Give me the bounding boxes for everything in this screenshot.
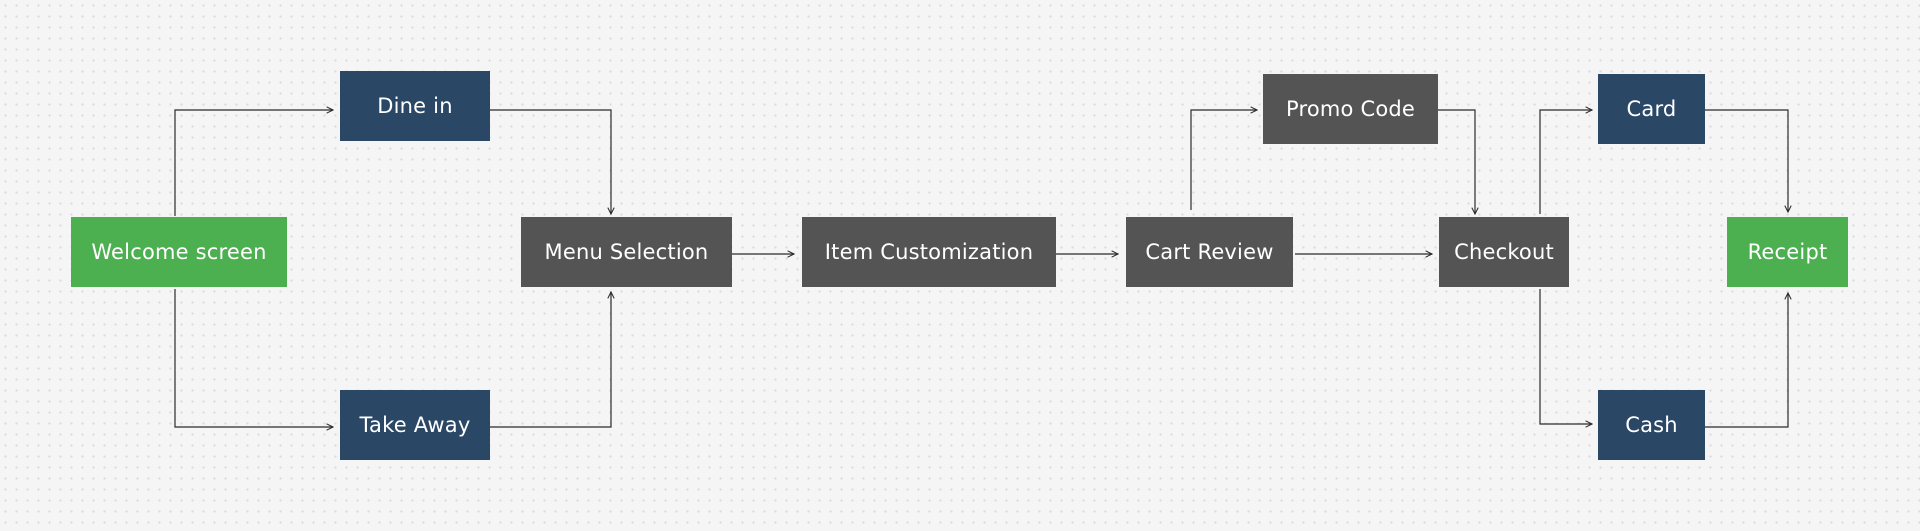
node-welcome-screen[interactable]: Welcome screen	[71, 217, 287, 287]
node-label: Receipt	[1747, 240, 1828, 264]
edge-welcome-to-dine-in	[174, 110, 333, 216]
node-label: Cart Review	[1145, 240, 1274, 264]
node-card[interactable]: Card	[1598, 74, 1705, 144]
node-menu-selection[interactable]: Menu Selection	[521, 217, 732, 287]
node-checkout[interactable]: Checkout	[1439, 217, 1569, 287]
edge-take-away-to-menu-selection	[490, 292, 611, 428]
edge-welcome-to-take-away	[174, 289, 333, 427]
node-item-customization[interactable]: Item Customization	[802, 217, 1056, 287]
node-label: Dine in	[377, 94, 453, 118]
node-label: Take Away	[359, 413, 471, 437]
edge-dine-in-to-menu-selection	[490, 109, 611, 214]
edge-promo-code-to-checkout	[1438, 109, 1475, 214]
node-label: Checkout	[1454, 240, 1554, 264]
node-label: Menu Selection	[544, 240, 709, 264]
node-cash[interactable]: Cash	[1598, 390, 1705, 460]
edge-card-to-receipt	[1705, 109, 1788, 212]
edge-checkout-to-card	[1539, 110, 1592, 214]
edge-cart-review-to-promo-code	[1190, 110, 1257, 210]
node-label: Card	[1626, 97, 1677, 121]
node-label: Welcome screen	[91, 240, 267, 264]
edge-cash-to-receipt	[1705, 293, 1788, 428]
node-dine-in[interactable]: Dine in	[340, 71, 490, 141]
node-promo-code[interactable]: Promo Code	[1263, 74, 1438, 144]
node-take-away[interactable]: Take Away	[340, 390, 490, 460]
node-label: Promo Code	[1285, 97, 1416, 121]
edge-checkout-to-cash	[1539, 289, 1592, 424]
node-label: Cash	[1625, 413, 1678, 437]
node-label: Item Customization	[824, 240, 1034, 264]
node-receipt[interactable]: Receipt	[1727, 217, 1848, 287]
node-cart-review[interactable]: Cart Review	[1126, 217, 1293, 287]
